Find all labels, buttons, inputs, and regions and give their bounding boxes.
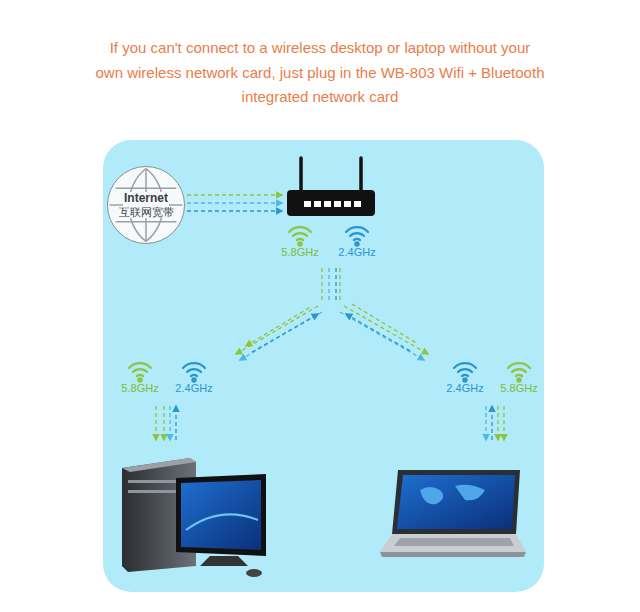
- frequency-label: 5.8GHz: [281, 246, 318, 259]
- globe-node: Internet互联网宽带: [107, 166, 185, 244]
- frequency-label: 2.4GHz: [175, 382, 212, 395]
- frequency-label: 2.4GHz: [446, 382, 483, 395]
- node-heading: Internet: [123, 192, 169, 206]
- desktop-computer: [122, 458, 266, 577]
- frequency-label: 2.4GHz: [338, 246, 375, 259]
- router: [287, 158, 375, 216]
- title-text: If you can't connect to a wireless deskt…: [95, 36, 545, 110]
- frequency-label: 5.8GHz: [121, 382, 158, 395]
- node-subtext: 互联网宽带: [118, 206, 175, 219]
- panel: [103, 140, 544, 592]
- laptop: [380, 470, 526, 557]
- frequency-label: 5.8GHz: [500, 382, 537, 395]
